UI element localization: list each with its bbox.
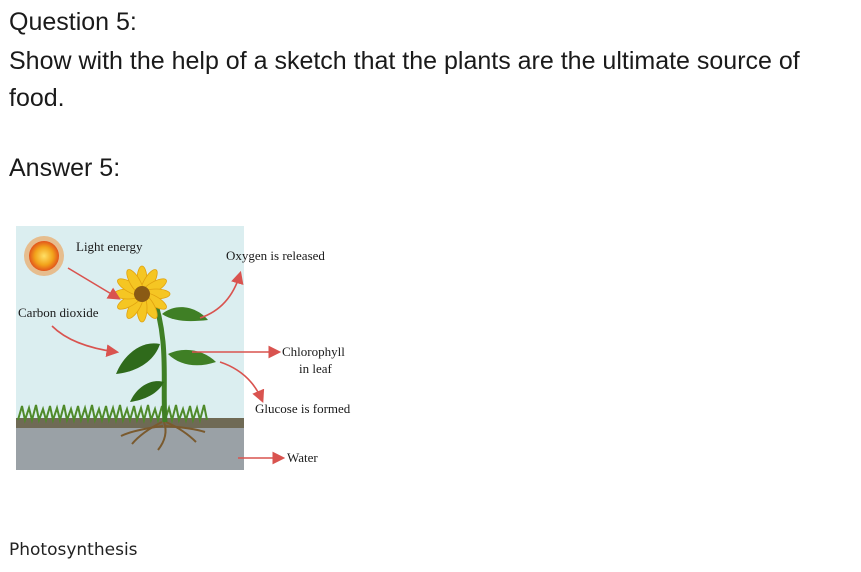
photosynthesis-diagram: Light energy Oxygen is released Carbon d…	[12, 222, 372, 482]
label-chlorophyll: Chlorophyll	[282, 344, 345, 359]
label-carbon-dioxide: Carbon dioxide	[18, 305, 99, 320]
label-in-leaf: in leaf	[299, 361, 333, 376]
arrow-light-energy	[67, 267, 121, 300]
answer-heading: Answer 5:	[9, 154, 121, 182]
figure-caption: Photosynthesis	[9, 540, 138, 560]
question-heading: Question 5:	[9, 8, 137, 36]
arrow-carbon-dioxide	[51, 325, 120, 358]
label-water: Water	[287, 450, 318, 465]
arrow-oxygen	[199, 270, 244, 319]
leaf-lower-left	[130, 381, 164, 402]
label-glucose: Glucose is formed	[255, 401, 351, 416]
sun-icon	[24, 236, 64, 276]
leaf-left	[116, 343, 160, 374]
label-light-energy: Light energy	[76, 239, 143, 254]
leaf-upper-right	[162, 307, 208, 322]
question-text: Show with the help of a sketch that the …	[9, 47, 800, 112]
leaf-right	[168, 349, 216, 366]
soil-layer	[16, 422, 244, 470]
label-oxygen: Oxygen is released	[226, 248, 325, 263]
grass	[17, 404, 208, 424]
roots	[120, 421, 206, 451]
sunflower-icon	[113, 265, 171, 323]
arrow-glucose	[219, 361, 265, 403]
